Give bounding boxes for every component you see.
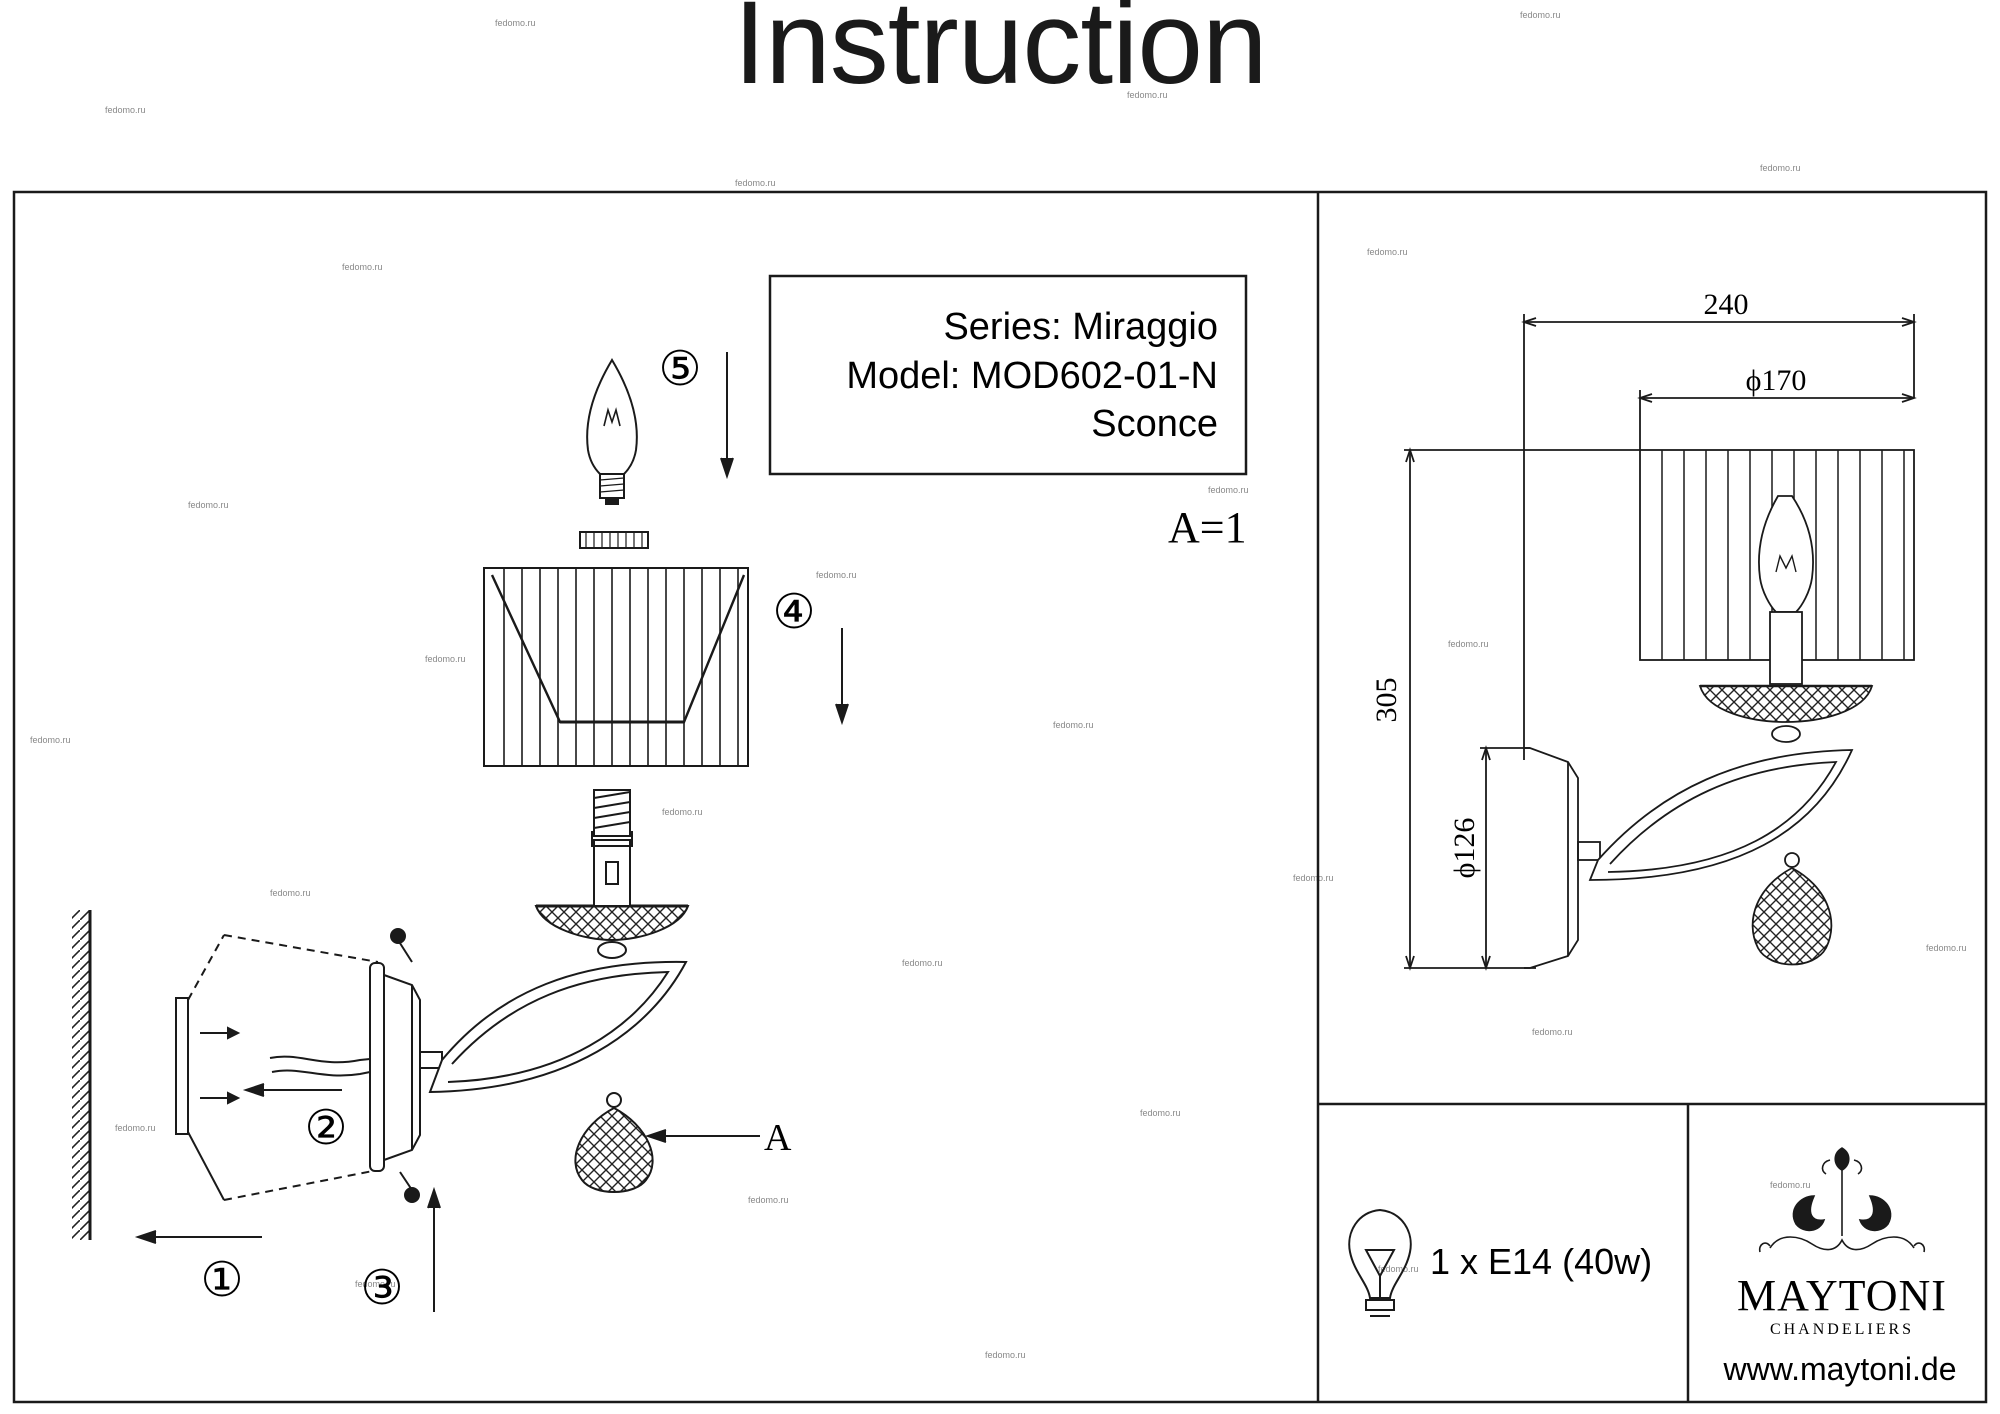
watermark: fedomo.ru: [902, 958, 943, 968]
watermark: fedomo.ru: [1926, 943, 1967, 953]
assembly-drawing: [72, 352, 849, 1312]
scale-label: A=1: [1168, 503, 1247, 552]
watermark: fedomo.ru: [1532, 1027, 1573, 1037]
watermark: fedomo.ru: [188, 500, 229, 510]
dimension-drawing: [1404, 314, 1917, 971]
brand-ornament-icon: [1758, 1147, 1926, 1253]
watermark: fedomo.ru: [115, 1123, 156, 1133]
info-box: Series: Miraggio Model: MOD602-01-N Scon…: [768, 274, 1248, 476]
watermark: fedomo.ru: [495, 18, 536, 28]
leaf-arm: [428, 960, 688, 1094]
wall-canopy: [369, 928, 443, 1203]
step-number-5: ⑤: [658, 343, 701, 396]
brand-sub: CHANDELIERS: [1770, 1321, 1914, 1338]
step-number-4: ④: [772, 586, 815, 639]
watermark: fedomo.ru: [270, 888, 311, 898]
type-label: Sconce: [1091, 403, 1218, 445]
step-number-2: ②: [304, 1102, 347, 1155]
watermark: fedomo.ru: [342, 262, 383, 272]
mounting-plate: [175, 934, 381, 1201]
dimension-height: 305: [1370, 678, 1403, 723]
dimension-width: 240: [1704, 288, 1749, 321]
sheet-frame: [12, 190, 1988, 1404]
watermark: fedomo.ru: [662, 807, 703, 817]
bulb-spec-icon: [1348, 1208, 1412, 1317]
brand-url[interactable]: www.maytoni.de: [1723, 1351, 1957, 1387]
wall-hatching: [72, 910, 92, 1240]
watermark: fedomo.ru: [105, 105, 146, 115]
watermark: fedomo.ru: [1367, 247, 1408, 257]
watermark: fedomo.ru: [355, 1279, 396, 1289]
detail-label: A: [764, 1117, 792, 1159]
watermark: fedomo.ru: [1770, 1180, 1811, 1190]
bobeche-cup: [534, 831, 690, 959]
watermark: fedomo.ru: [1760, 163, 1801, 173]
watermark: fedomo.ru: [425, 654, 466, 664]
model-label: Model: MOD602-01-N: [846, 355, 1218, 397]
dimension-shade-diameter: ϕ170: [1746, 364, 1807, 397]
watermark: fedomo.ru: [1053, 720, 1094, 730]
candle-bulb: [586, 358, 638, 505]
bulb-spec: 1 x E14 (40w): [1430, 1241, 1652, 1282]
watermark: fedomo.ru: [816, 570, 857, 580]
watermark: fedomo.ru: [1140, 1108, 1181, 1118]
watermark: fedomo.ru: [1293, 873, 1334, 883]
watermark: fedomo.ru: [1378, 1264, 1419, 1274]
watermark: fedomo.ru: [1448, 639, 1489, 649]
dimension-base-diameter: ϕ126: [1448, 818, 1481, 879]
watermark: fedomo.ru: [1208, 485, 1249, 495]
step-number-3: ③: [360, 1262, 403, 1315]
crystal-pendant: [574, 1092, 654, 1193]
watermark: fedomo.ru: [735, 178, 776, 188]
watermark: fedomo.ru: [1127, 90, 1168, 100]
socket-thread: [593, 789, 631, 837]
step-arrows: [134, 352, 849, 1312]
ring-nut: [579, 531, 649, 549]
watermark: fedomo.ru: [748, 1195, 789, 1205]
watermark: fedomo.ru: [985, 1350, 1026, 1360]
series-label: Series: Miraggio: [943, 306, 1218, 348]
brand-name: MAYTONI: [1737, 1271, 1947, 1320]
watermark: fedomo.ru: [30, 735, 71, 745]
watermark: fedomo.ru: [1520, 10, 1561, 20]
page-title: Instruction: [733, 0, 1267, 109]
step-number-1: ①: [200, 1254, 243, 1307]
watermark-group: fedomo.ru fedomo.ru fedomo.ru fedomo.ru …: [30, 10, 1967, 1360]
lamp-shade: [483, 567, 749, 767]
